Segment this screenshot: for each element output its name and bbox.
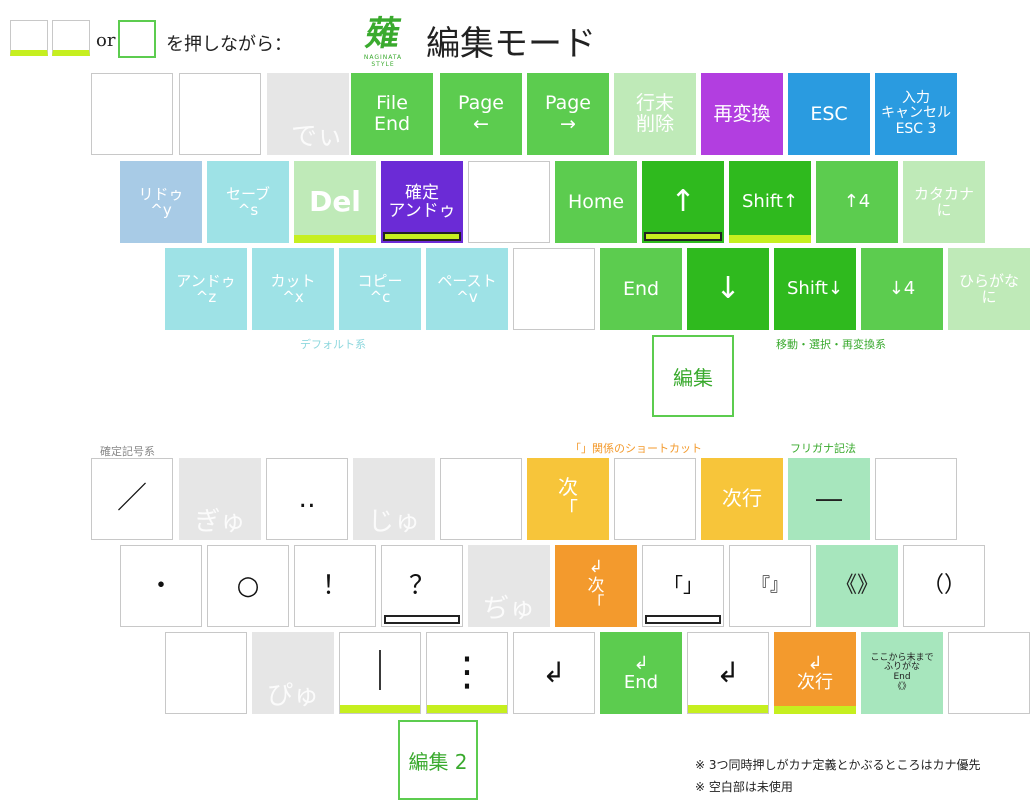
- note-kana-priority: ※ 3つ同時押しがカナ定義とかぶるところはカナ優先: [695, 758, 981, 772]
- key-enter-next-line: ↲ 次行: [774, 632, 856, 714]
- key-next-bracket: 次 「: [527, 458, 609, 540]
- logo-glyph-icon: 薙: [362, 14, 404, 54]
- key-down-4: ↓4: [861, 248, 943, 330]
- caption-symbol-group: 確定記号系: [100, 445, 155, 458]
- key-page-right: Page →: [527, 73, 609, 155]
- edit-key: 編集: [652, 335, 734, 417]
- key-blank: [165, 632, 247, 714]
- caption-move-group: 移動・選択・再変換系: [776, 338, 886, 351]
- key-delete-to-line-end: 行末 削除: [614, 73, 696, 155]
- edit-2-key: 編集 2: [398, 720, 478, 800]
- key-vertical-bar: ｜: [339, 632, 421, 714]
- key-kana-pyu: ぴゅ: [252, 632, 334, 714]
- key-up-arrow: ↑: [642, 161, 724, 243]
- key-redo: リドゥ ^y: [120, 161, 202, 243]
- key-up-4: ↑4: [816, 161, 898, 243]
- key-legend-green: [118, 20, 156, 58]
- key-circle: ○: [207, 545, 289, 627]
- key-blank: [179, 73, 261, 155]
- key-kana-dyu: ぢゅ: [468, 545, 550, 627]
- key-enter-next-bracket: ↲ 次 「: [555, 545, 637, 627]
- key-to-katakana: カタカナ に: [903, 161, 985, 243]
- key-file-end: File End: [351, 73, 433, 155]
- key-shift-down: Shift↓: [774, 248, 856, 330]
- key-corner-brackets: 「」: [642, 545, 724, 627]
- press-text: を押しながら：: [166, 34, 292, 55]
- note-unused: ※ 空白部は未使用: [695, 780, 793, 794]
- key-confirm-undo: 確定 アンドゥ: [381, 161, 463, 243]
- key-down-arrow: ↓: [687, 248, 769, 330]
- key-shift-up: Shift↑: [729, 161, 811, 243]
- key-enter-end: ↲ End: [600, 632, 682, 714]
- key-kana-gyu: ぎゅ: [179, 458, 261, 540]
- key-exclamation: ！: [294, 545, 376, 627]
- key-vertical-dots: ⋮: [426, 632, 508, 714]
- key-blank: [468, 161, 550, 243]
- key-end: End: [600, 248, 682, 330]
- key-kana-ju: じゅ: [353, 458, 435, 540]
- key-home: Home: [555, 161, 637, 243]
- key-slash: ／: [91, 458, 173, 540]
- key-middle-dot: ・: [120, 545, 202, 627]
- key-blank: [91, 73, 173, 155]
- caption-furigana-group: フリガナ記法: [790, 442, 856, 455]
- key-page-left: Page ←: [440, 73, 522, 155]
- key-legend-blank-1: [10, 20, 48, 56]
- logo: 薙 NAGINATA STYLE: [352, 14, 414, 68]
- key-kana-di: でぃ: [267, 73, 349, 155]
- key-furigana-to-end: ここから末まで ふりがな End 《》: [861, 632, 943, 714]
- key-blank: [614, 458, 696, 540]
- caption-bracket-group: 「」関係のショートカット: [570, 442, 702, 455]
- key-blank: [948, 632, 1030, 714]
- key-reconvert: 再変換: [701, 73, 783, 155]
- key-cut: カット ^x: [252, 248, 334, 330]
- key-double-corner-brackets: 『』: [729, 545, 811, 627]
- key-dash: ―: [788, 458, 870, 540]
- caption-default-group: デフォルト系: [300, 338, 366, 351]
- key-cancel-input: 入力 キャンセル ESC 3: [875, 73, 957, 155]
- key-double-angle-brackets: 《》: [816, 545, 898, 627]
- key-blank: [875, 458, 957, 540]
- key-legend-blank-2: [52, 20, 90, 56]
- key-two-dot-leader: ‥: [266, 458, 348, 540]
- key-save: セーブ ^s: [207, 161, 289, 243]
- key-copy: コピー ^c: [339, 248, 421, 330]
- or-text: or: [96, 30, 116, 51]
- key-question: ？: [381, 545, 463, 627]
- key-undo: アンドゥ ^z: [165, 248, 247, 330]
- key-esc: ESC: [788, 73, 870, 155]
- key-paste: ペースト ^v: [426, 248, 508, 330]
- key-to-hiragana: ひらがな に: [948, 248, 1030, 330]
- key-enter: ↲: [513, 632, 595, 714]
- logo-text: NAGINATA STYLE: [363, 54, 403, 68]
- key-next-line: 次行: [701, 458, 783, 540]
- key-del: Del: [294, 161, 376, 243]
- key-blank: [513, 248, 595, 330]
- key-enter-2: ↲: [687, 632, 769, 714]
- page-title: 編集モード: [426, 24, 596, 64]
- key-blank: [440, 458, 522, 540]
- key-parentheses: （）: [903, 545, 985, 627]
